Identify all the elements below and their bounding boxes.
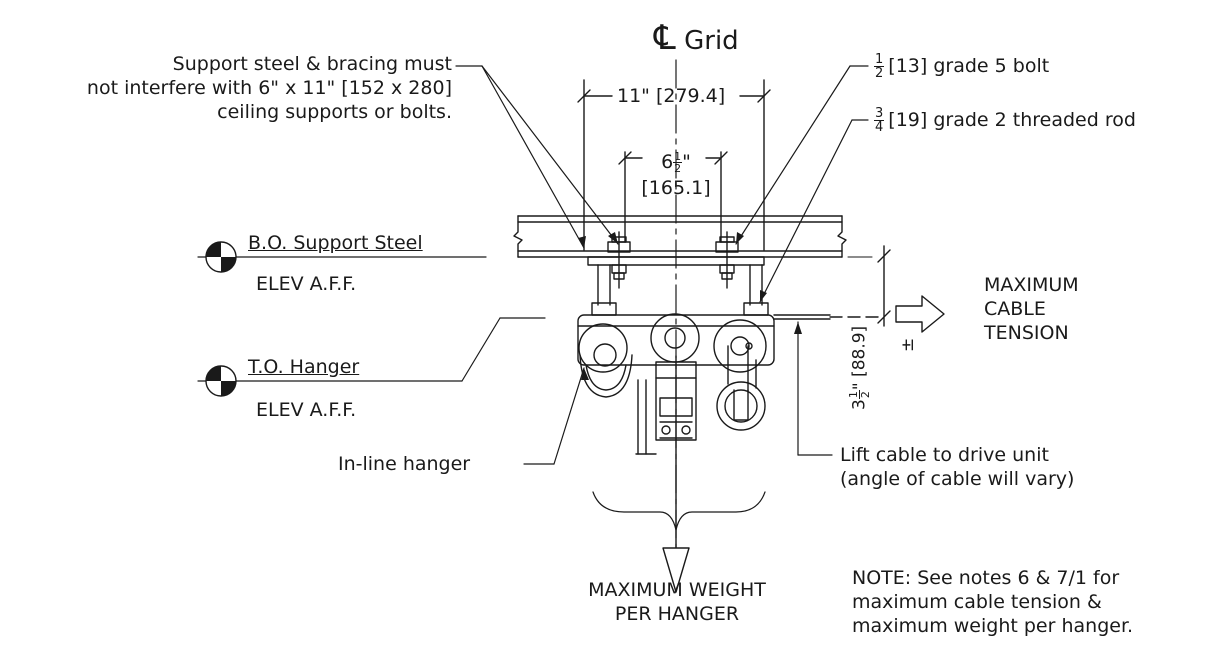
centerline-symbol: ℄ [654,18,676,58]
mounting-plate [587,256,765,266]
elevation-to-value: ELEV A.F.F. [256,399,357,421]
general-note: NOTE: See notes 6 & 7/1 for maximum cabl… [852,567,1134,637]
elevation-target-bo [205,241,237,273]
drop-dimension [877,245,891,327]
grade-5-bolts [607,231,739,289]
bolt-callout: 1 2 [13] grade 5 bolt [874,52,1050,81]
bolt-spacing-dimension [618,151,728,243]
inline-hanger-callout: In-line hanger [338,453,471,475]
cable-block [635,361,697,455]
width-dimension [577,79,771,251]
drop-tolerance: ± [898,337,918,352]
centerline-text: Grid [684,26,739,56]
elevation-to-name: T.O. Hanger [248,356,360,378]
rod-fraction: 3 4 [874,106,885,135]
width-dimension-text: 11" [279.4] [617,85,726,107]
leader-arrowheads [578,232,802,380]
leader-lines [455,65,869,465]
support-steel-beam [513,215,847,258]
cable-tension-label: MAXIMUM CABLE TENSION [984,274,1079,344]
bolt-fraction: 1 2 [874,52,885,81]
lift-cable-callout: Lift cable to drive unit (angle of cable… [840,444,1075,490]
max-weight-label: MAXIMUM WEIGHT PER HANGER [588,579,766,625]
elevation-bo-value: ELEV A.F.F. [256,273,357,295]
elevation-bo-name: B.O. Support Steel [248,232,423,254]
tension-arrow [895,295,945,333]
rod-callout: 3 4 [19] grade 2 threaded rod [874,106,1136,135]
centerline-label: ℄ Grid [654,21,739,57]
support-steel-callout: Support steel & bracing must not interfe… [86,53,452,123]
weight-arrow [592,355,766,593]
elevation-target-to [205,365,237,397]
